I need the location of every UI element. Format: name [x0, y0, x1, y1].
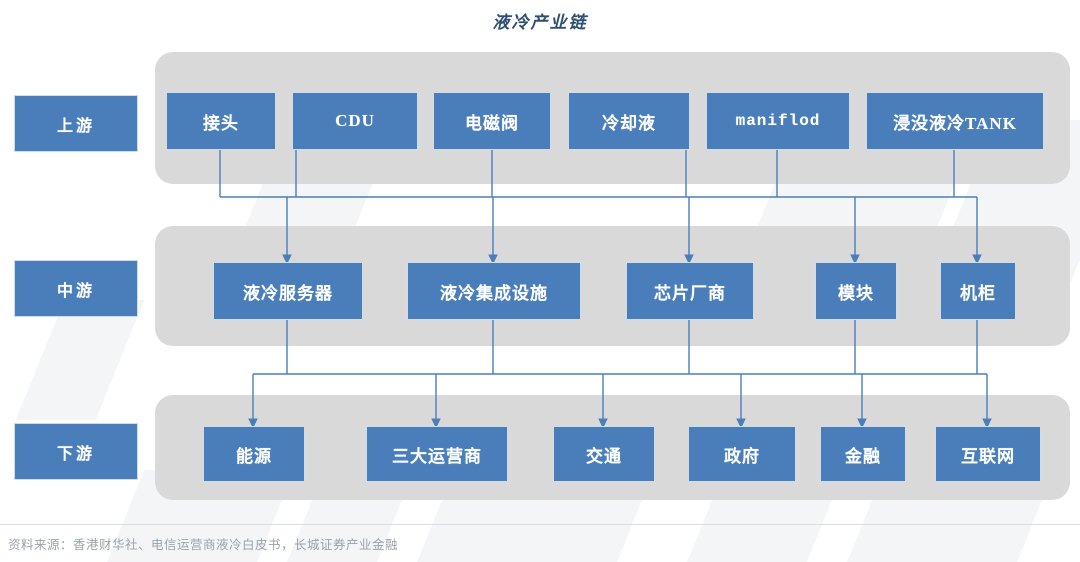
node-midstream-0: 液冷服务器: [213, 262, 363, 320]
stage-label-midstream: 中游: [14, 260, 138, 317]
node-upstream-1: CDU: [292, 92, 418, 150]
node-upstream-0: 接头: [166, 92, 276, 150]
node-midstream-4: 机柜: [940, 262, 1016, 320]
stage-label-upstream: 上游: [14, 95, 138, 152]
node-upstream-4: maniflod: [706, 92, 850, 150]
stage-label-downstream: 下游: [14, 423, 138, 480]
node-downstream-0: 能源: [203, 426, 305, 482]
node-midstream-2: 芯片厂商: [626, 262, 754, 320]
node-downstream-4: 金融: [820, 426, 906, 482]
node-downstream-5: 互联网: [935, 426, 1041, 482]
node-upstream-3: 冷却液: [568, 92, 690, 150]
node-upstream-2: 电磁阀: [433, 92, 551, 150]
node-upstream-5: 浸没液冷TANK: [866, 92, 1044, 150]
node-downstream-2: 交通: [553, 426, 655, 482]
watermark-stripe: [15, 300, 145, 420]
node-midstream-3: 模块: [815, 262, 897, 320]
footer-divider: [0, 524, 1080, 525]
node-downstream-1: 三大运营商: [366, 426, 508, 482]
page-title: 液冷产业链: [492, 13, 588, 32]
node-downstream-3: 政府: [688, 426, 796, 482]
source-note: 资料来源：香港财华社、电信运营商液冷白皮书，长城证券产业金融: [8, 538, 399, 552]
node-midstream-1: 液冷集成设施: [407, 262, 581, 320]
